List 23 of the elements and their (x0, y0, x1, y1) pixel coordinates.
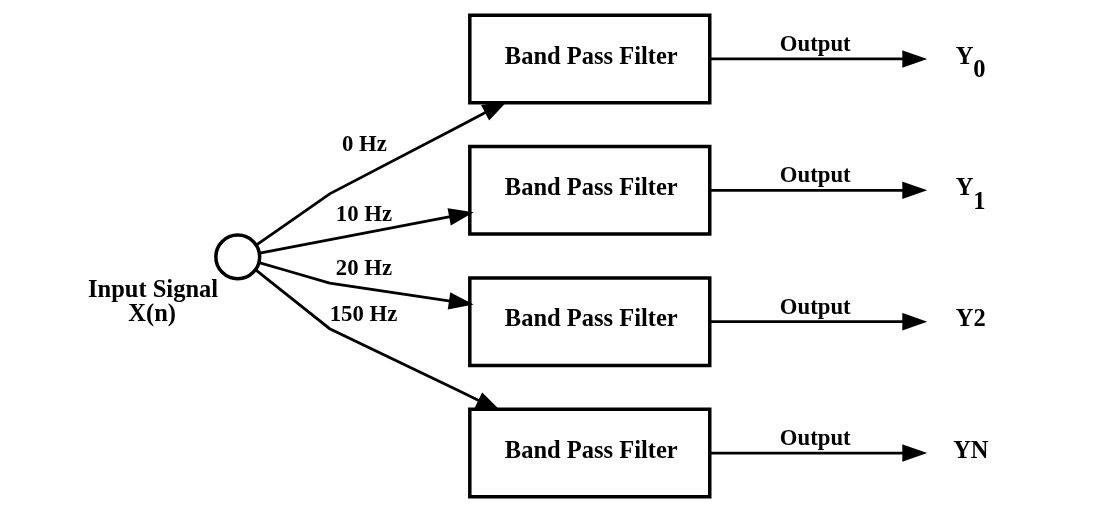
edge-label: Output (779, 293, 851, 319)
edge-label: Output (779, 30, 851, 56)
node-box: Band Pass Filter (468, 276, 712, 368)
node-circle (214, 233, 262, 281)
edge-label: 10 Hz (335, 200, 393, 226)
edge-label: 20 Hz (335, 255, 393, 281)
arrow (256, 101, 508, 246)
edge-label: 0 Hz (341, 130, 387, 156)
node-text: Y2 (955, 304, 986, 332)
node-box: Band Pass Filter (468, 407, 712, 499)
node-box: Band Pass Filter (468, 13, 712, 105)
arrow (709, 312, 928, 331)
edge-label: Output (779, 162, 851, 188)
edge-label: Output (779, 424, 851, 450)
node-label: Input Signal (88, 274, 219, 302)
arrow (709, 50, 928, 68)
arrow (259, 208, 474, 255)
arrow (709, 181, 928, 200)
arrow (709, 444, 928, 462)
arrow (258, 261, 474, 310)
node-box: Band Pass Filter (468, 144, 712, 236)
edge-label: 150 Hz (329, 300, 398, 326)
node-text: YN (953, 435, 989, 463)
